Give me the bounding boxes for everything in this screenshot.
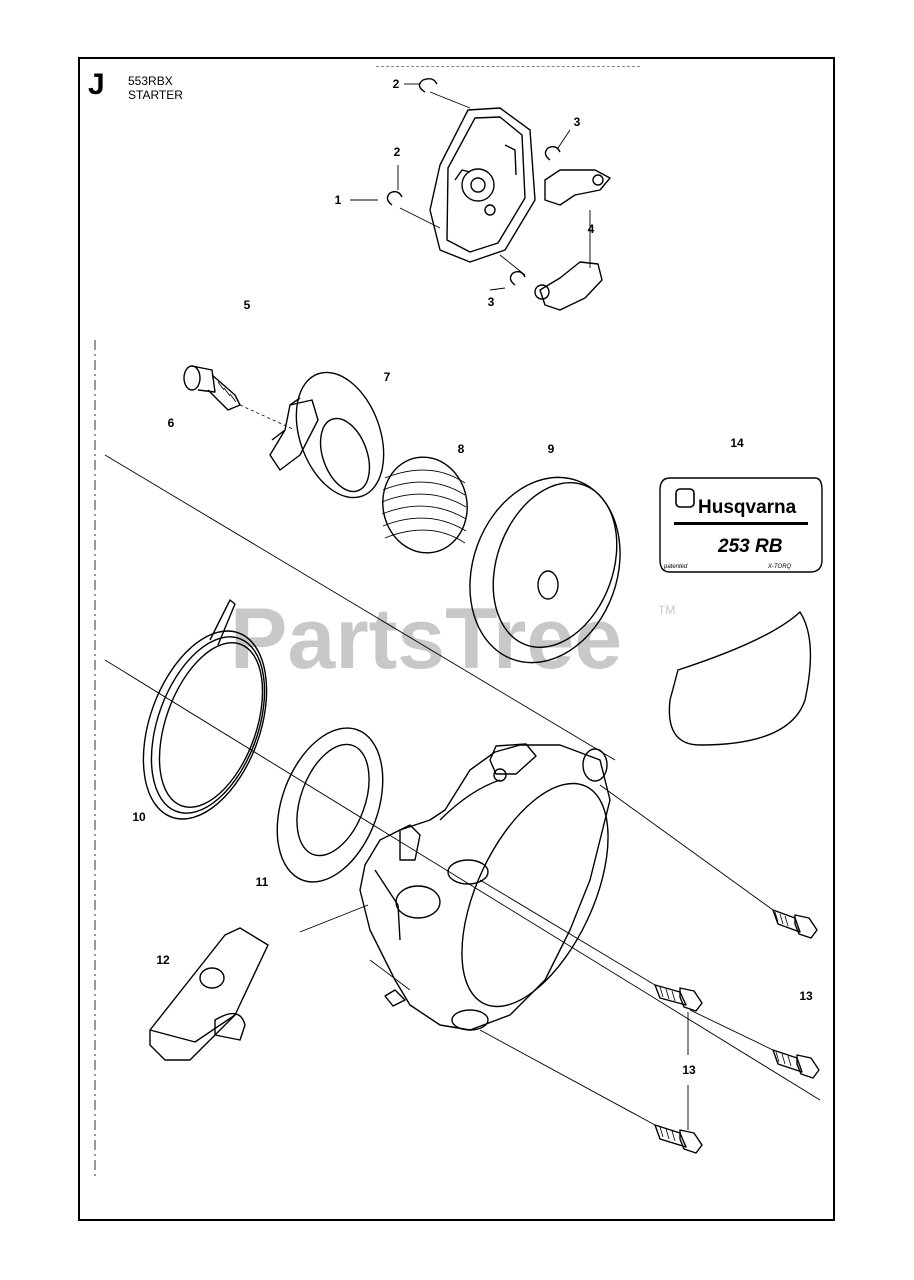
callout-2-side: 2 [393,145,401,159]
model-number: 553RBX [128,74,173,88]
screw-1 [772,909,818,939]
screw-4 [654,1124,703,1154]
cord-line [369,959,411,991]
callout-7: 7 [383,370,391,384]
callout-11: 11 [255,875,269,889]
decal-engine: X-TORQ [767,564,792,570]
callout-1: 1 [334,193,342,207]
pawl-carrier [429,107,536,263]
decal-label: Husqvarna 253 RB patented X-TORQ [659,477,823,573]
section-letter: J [88,68,105,101]
callout-12: 12 [156,953,170,967]
section-title: 553RBX STARTER [128,74,183,102]
callout-9: 9 [547,442,555,456]
pulley-hub [269,371,385,499]
washer [276,727,384,883]
handle-leader-lines [299,904,369,933]
protective-film [668,611,812,746]
watermark-text: PartsTree [230,591,622,687]
callout-14: 14 [730,436,744,450]
callout-13-right: 13 [799,989,813,1003]
center-bolt [183,365,241,411]
axis-line-lower [104,659,821,1101]
starter-handle [149,927,269,1061]
callout-13-center: 13 [682,1063,696,1077]
callout-3-upper: 3 [573,115,581,129]
pawl-lower [534,261,603,311]
rewind-spring-coil [142,599,268,820]
diagram-frame [78,57,835,1221]
watermark-tm: TM [658,603,675,617]
callout-3-lower: 3 [487,295,495,309]
callout-2-top: 2 [392,77,400,91]
callout-5: 5 [243,298,251,312]
recoil-spring [381,456,468,554]
pawl-upper [544,169,611,206]
starter-housing [359,743,611,1031]
screw-2 [654,984,703,1012]
screw-3 [772,1049,820,1079]
rope-pulley [469,476,621,664]
callout-6: 6 [167,416,175,430]
decal-model: 253 RB [717,536,783,557]
callout-8: 8 [457,442,465,456]
decal-brand: Husqvarna [698,497,797,518]
screw-leader-lines [479,784,774,1130]
dashed-reference-line [376,66,640,67]
callout-10: 10 [132,810,146,824]
assembly-title: STARTER [128,88,183,102]
decal-patented: patented [663,564,688,570]
axis-line-6 [239,404,296,431]
watermark: PartsTree TM [230,591,675,687]
leader-lines-top [350,83,591,291]
callout-4: 4 [587,222,595,236]
axis-line-main [104,454,616,761]
